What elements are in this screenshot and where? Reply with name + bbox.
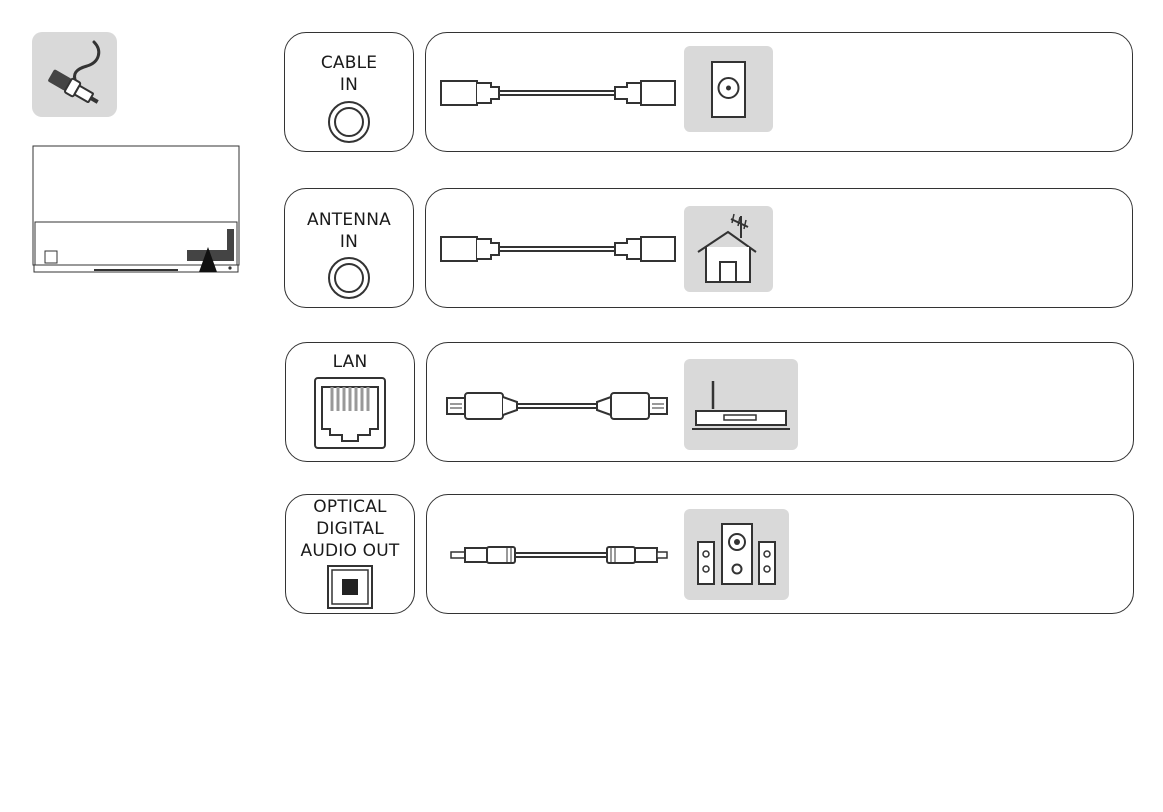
cable-in-port: CABLE IN: [284, 32, 414, 152]
port-label-antenna-line2: IN: [340, 231, 358, 253]
optical-jack-icon: [326, 564, 374, 610]
port-label-cable-line1: CABLE: [321, 52, 377, 74]
optical-audio-out-port: OPTICAL DIGITAL AUDIO OUT: [285, 494, 415, 614]
lan-connection-panel: [426, 342, 1134, 462]
cable-connection-panel: [425, 32, 1133, 152]
port-label-antenna-line1: ANTENNA: [307, 209, 391, 231]
antenna-in-port: ANTENNA IN: [284, 188, 414, 308]
coax-cable-icon: [439, 77, 679, 109]
speaker-system-icon: [684, 509, 789, 600]
coax-jack-icon: [326, 99, 372, 145]
optical-connection-panel: [426, 494, 1134, 614]
port-label-cable-line2: IN: [340, 74, 358, 96]
lan-port: LAN: [285, 342, 415, 462]
port-label-optical-line2: DIGITAL: [316, 518, 384, 540]
port-label-optical-line1: OPTICAL: [313, 496, 386, 518]
wall-outlet-icon: [684, 46, 773, 132]
coax-cable-icon: [439, 233, 679, 265]
port-label-optical-line3: AUDIO OUT: [301, 540, 400, 562]
cable-plug-icon: [32, 32, 117, 117]
port-label-lan: LAN: [333, 351, 368, 373]
router-icon: [684, 359, 798, 450]
coax-jack-icon: [326, 255, 372, 301]
house-antenna-icon: [684, 206, 773, 292]
ethernet-cable-icon: [445, 389, 671, 423]
optical-cable-icon: [449, 544, 669, 566]
tv-rear-view-icon: [32, 145, 240, 275]
antenna-connection-panel: [425, 188, 1133, 308]
ethernet-jack-icon: [312, 375, 388, 451]
